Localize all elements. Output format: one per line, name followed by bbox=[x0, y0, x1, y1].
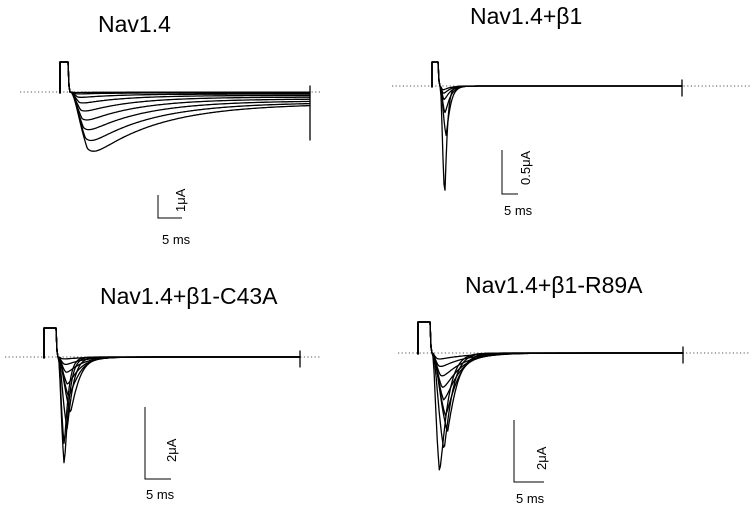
scale-bar bbox=[157, 195, 182, 219]
current-trace bbox=[43, 327, 301, 360]
panel-nav14: Nav1.4 1μA 5 ms bbox=[20, 11, 320, 247]
time-scale-label: 5 ms bbox=[146, 487, 175, 502]
panel-title: Nav1.4+β1 bbox=[470, 3, 582, 29]
current-trace bbox=[417, 321, 684, 368]
current-scale-label: 1μA bbox=[173, 188, 188, 212]
current-scale-label: 2μA bbox=[534, 446, 549, 470]
trace-group bbox=[431, 61, 683, 191]
trace-group bbox=[43, 327, 301, 464]
trace-group bbox=[59, 61, 311, 152]
panel-nav14-beta1-r89a: Nav1.4+β1-R89A 2μA 5 ms bbox=[398, 272, 750, 506]
current-trace bbox=[59, 61, 311, 152]
panel-nav14-beta1: Nav1.4+β1 0.5μA 5 ms bbox=[392, 3, 750, 218]
current-trace bbox=[431, 61, 683, 101]
time-scale-label: 5 ms bbox=[504, 203, 533, 218]
current-trace bbox=[431, 61, 683, 94]
time-scale-label: 5 ms bbox=[516, 491, 545, 506]
current-trace bbox=[431, 61, 683, 136]
panel-title: Nav1.4+β1-R89A bbox=[465, 272, 643, 298]
current-trace bbox=[59, 61, 311, 142]
scale-bar bbox=[144, 407, 171, 480]
current-scale-label: 2μA bbox=[164, 438, 179, 462]
current-trace bbox=[417, 321, 684, 417]
current-trace bbox=[417, 321, 684, 360]
current-trace bbox=[43, 327, 301, 385]
current-trace bbox=[431, 61, 683, 114]
current-trace bbox=[59, 61, 311, 121]
current-trace bbox=[59, 61, 311, 98]
current-trace bbox=[59, 61, 311, 131]
current-scale-label: 0.5μA bbox=[518, 150, 533, 185]
current-trace bbox=[417, 321, 684, 471]
current-trace bbox=[431, 61, 683, 191]
current-trace bbox=[417, 321, 684, 432]
current-trace bbox=[431, 61, 683, 91]
current-trace bbox=[43, 327, 301, 444]
panel-nav14-beta1-c43a: Nav1.4+β1-C43A 2μA 5 ms bbox=[5, 283, 320, 502]
panel-title: Nav1.4 bbox=[98, 11, 171, 37]
trace-group bbox=[417, 321, 684, 471]
scale-bar bbox=[513, 420, 544, 483]
time-scale-label: 5 ms bbox=[162, 232, 191, 247]
scale-bar bbox=[501, 150, 518, 195]
current-trace bbox=[59, 61, 311, 104]
current-trace bbox=[43, 327, 301, 430]
current-trace bbox=[59, 61, 311, 112]
panel-title: Nav1.4+β1-C43A bbox=[100, 283, 278, 309]
current-trace bbox=[417, 321, 684, 449]
current-trace bbox=[59, 61, 311, 95]
current-trace bbox=[59, 61, 311, 94]
